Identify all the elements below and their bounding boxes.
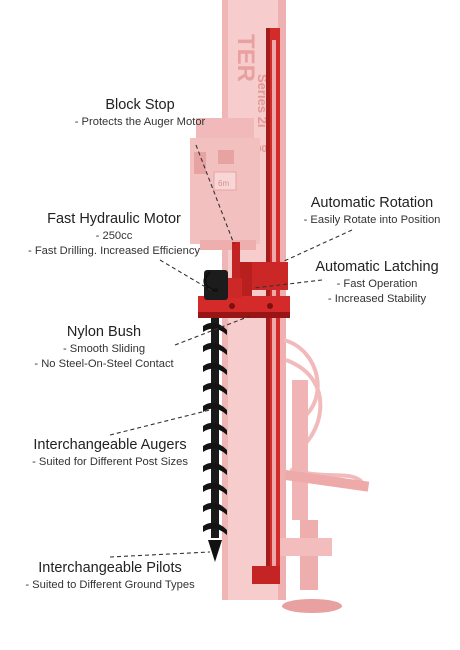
auger-flight (203, 382, 227, 395)
auger-assembly (203, 270, 228, 562)
callout-title: Interchangeable Augers (33, 437, 187, 453)
auger-flight (203, 462, 227, 475)
callout-line: - Protects the Auger Motor (74, 116, 206, 128)
callout-automatic-latching: Automatic Latching - Fast Operation - In… (302, 258, 452, 307)
auger-flights (203, 322, 227, 535)
leader-automatic-rotation (281, 229, 353, 263)
callout-title: Nylon Bush (66, 324, 142, 340)
auger-flight (203, 442, 227, 455)
callout-line: - Increased Stability (327, 293, 427, 305)
callout-interchangeable-augers: Interchangeable Augers - Suited for Diff… (10, 436, 210, 470)
capacity-plate (213, 171, 237, 191)
side-arm (284, 469, 370, 492)
carriage-plate-edge (198, 312, 290, 318)
foot-plate (282, 599, 342, 613)
hydraulic-motor (204, 270, 228, 300)
motor-strap (232, 242, 240, 298)
callout-line: - Suited to Different Ground Types (25, 579, 195, 591)
auger-pilot-bit (208, 540, 222, 562)
callout-nylon-bush: Nylon Bush - Smooth Sliding - No Steel-O… (14, 323, 194, 372)
callout-line: - Fast Drilling. Increased Efficiency (27, 245, 201, 257)
support-leg (278, 380, 370, 613)
callout-line: - Smooth Sliding (62, 343, 146, 355)
block-stop-cap (196, 118, 254, 140)
auger-flight (203, 422, 227, 435)
callout-title: Fast Hydraulic Motor (47, 211, 181, 227)
callout-fast-hydraulic-motor: Fast Hydraulic Motor - 250cc - Fast Dril… (14, 210, 214, 259)
leader-lines (109, 144, 353, 558)
warning-label-2 (218, 150, 234, 164)
leader-interchangeable-augers (109, 409, 211, 436)
callout-block-stop: Block Stop - Protects the Auger Motor (40, 96, 240, 130)
leg-clamp (278, 538, 332, 556)
callout-interchangeable-pilots: Interchangeable Pilots - Suited to Diffe… (6, 559, 214, 593)
side-cylinder (292, 380, 308, 520)
callout-line: - Easily Rotate into Position (303, 214, 441, 226)
badge-text: 00 (256, 144, 268, 155)
motor-hose (203, 270, 219, 292)
auger-flight (203, 362, 227, 375)
auger-flight (203, 322, 227, 335)
callout-line: - Suited for Different Post Sizes (32, 456, 188, 468)
leader-automatic-latching (253, 279, 323, 289)
bolt-2 (229, 303, 235, 309)
brand-text: TER (232, 34, 259, 82)
warning-label-1 (194, 152, 206, 174)
hose-1 (283, 338, 320, 422)
motor-base (200, 240, 256, 250)
callout-line: - 250cc (95, 230, 133, 242)
callout-automatic-rotation: Automatic Rotation - Easily Rotate into … (286, 194, 458, 228)
leader-interchangeable-pilots (109, 551, 211, 558)
rail-bottom-block (252, 566, 280, 584)
motor-housing: 6m (190, 118, 260, 250)
callout-title: Automatic Rotation (310, 195, 434, 211)
callout-line: - Fast Operation (336, 278, 418, 290)
auger-flight (203, 402, 227, 415)
callout-line: - No Steel-On-Steel Contact (34, 358, 174, 370)
callout-title: Automatic Latching (315, 259, 439, 275)
auger-flight (203, 342, 227, 355)
rotation-latch (252, 262, 288, 290)
plate-text: 6m (218, 179, 229, 188)
auger-flight (203, 502, 227, 515)
leader-fast-hydraulic-motor (159, 259, 215, 293)
auger-flight (203, 482, 227, 495)
callout-title: Interchangeable Pilots (38, 560, 182, 576)
bolt-1 (267, 303, 273, 309)
auger-flight (203, 522, 227, 535)
callout-title: Block Stop (105, 97, 175, 113)
leader-block-stop (195, 144, 235, 245)
